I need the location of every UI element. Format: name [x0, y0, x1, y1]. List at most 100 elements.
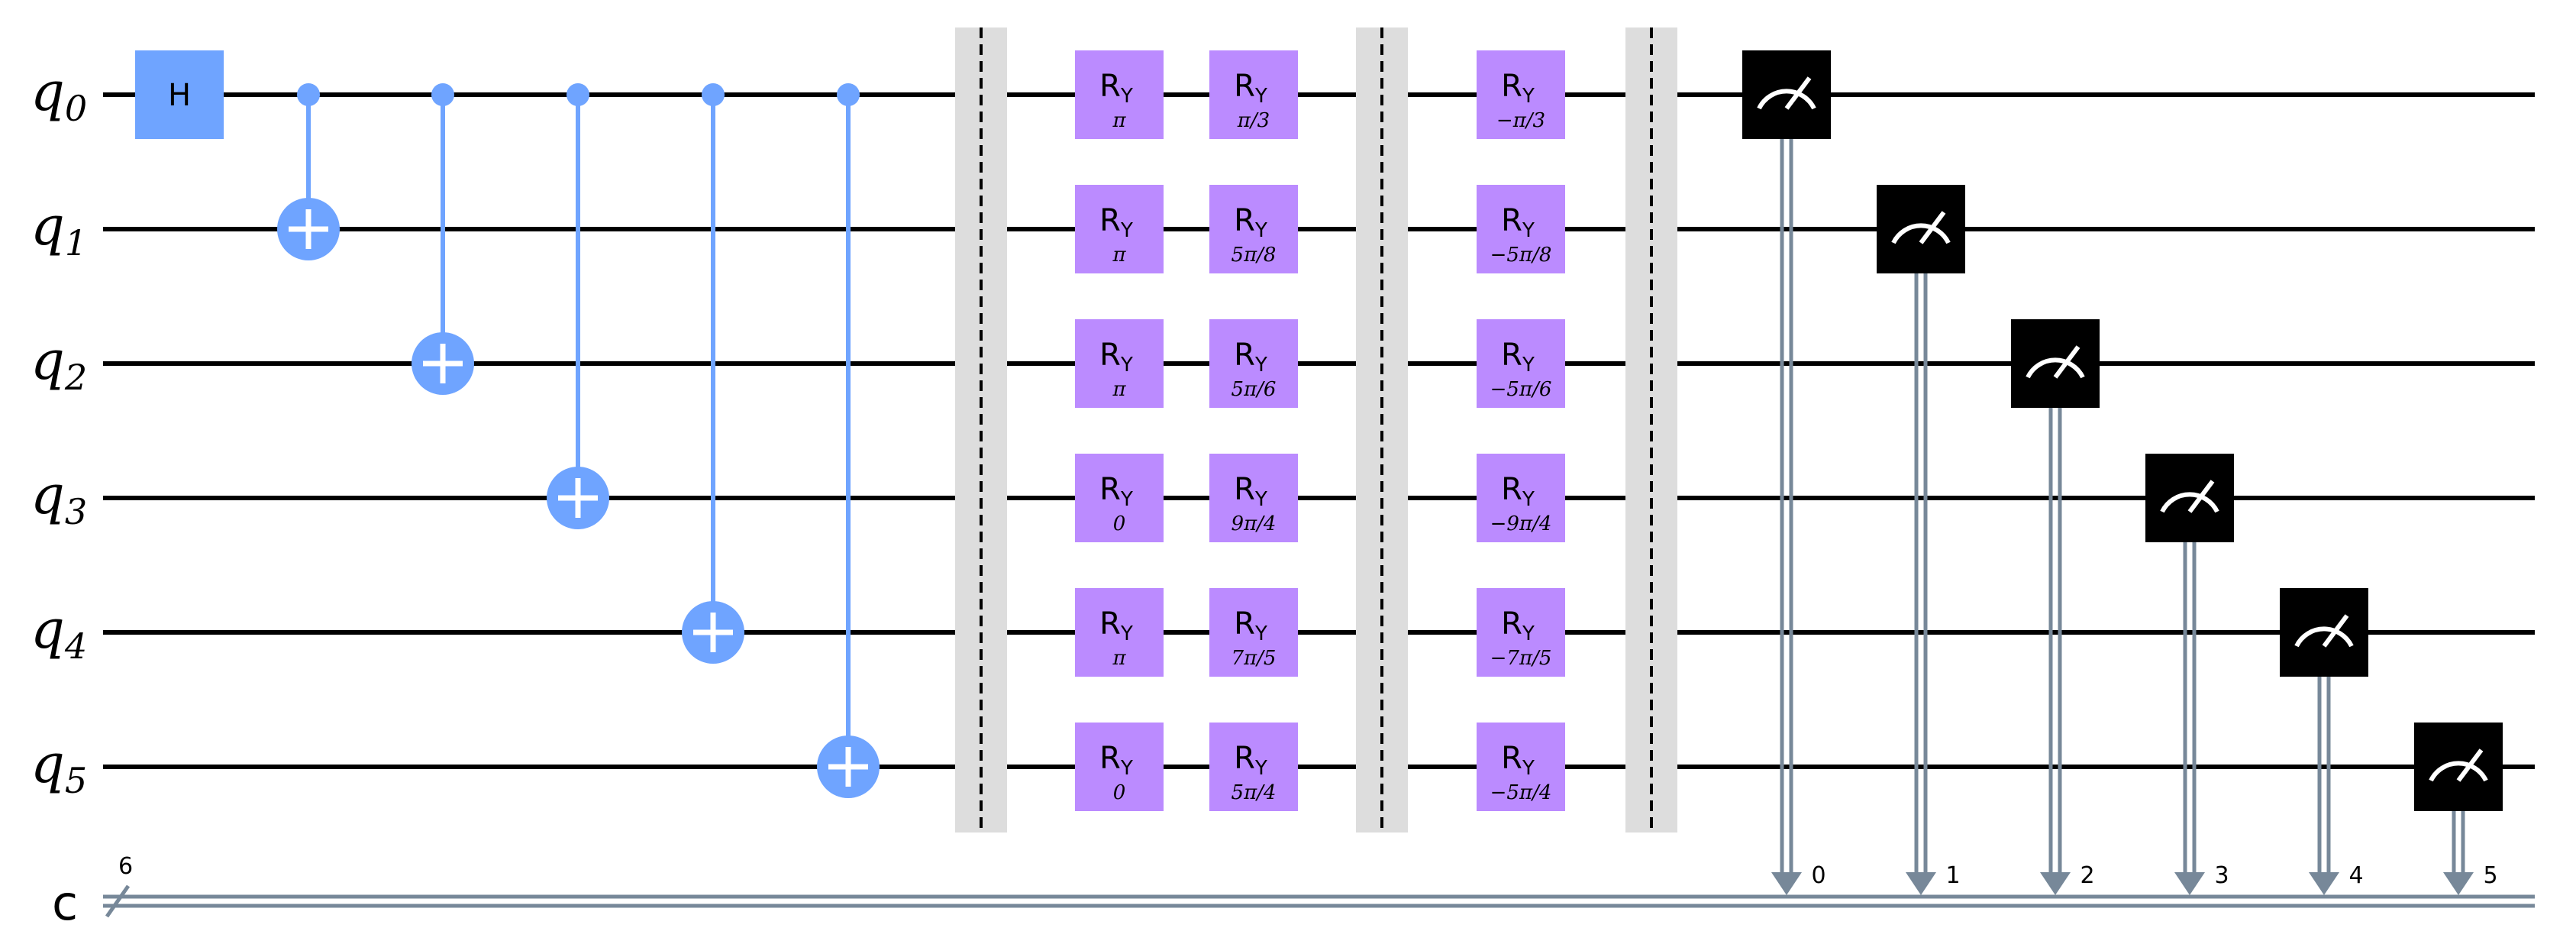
clbit-index: 2 [2080, 862, 2094, 889]
ry-gate [1075, 50, 1164, 139]
ry-gate [1075, 588, 1164, 677]
qubit-name: q [31, 732, 65, 795]
ry-gate [1209, 454, 1298, 542]
qubit-index: 4 [64, 626, 87, 667]
qubit-index: 2 [64, 357, 87, 398]
measure-icon [2011, 319, 2100, 408]
ry-gate-label: RY [1501, 338, 1535, 377]
ry-gate-param: −5π/4 [1490, 781, 1552, 804]
ry-gate-label: RY [1099, 69, 1133, 108]
ry-gate-letter: R [1099, 606, 1121, 642]
clbit-index: 5 [2483, 862, 2497, 889]
ry-gate-param: 0 [1113, 781, 1126, 804]
qubit-label: q4 [31, 598, 87, 667]
cnot-control-dot [297, 83, 320, 106]
barrier [1625, 27, 1677, 832]
ry-gate-param: −5π/8 [1490, 244, 1552, 267]
measure-arrow [2443, 872, 2474, 895]
qubit-label: q2 [31, 329, 87, 398]
cnot-control-dot [837, 83, 860, 106]
gauge-arc [1891, 223, 1951, 244]
measure-icon [2280, 588, 2368, 677]
ry-gate-param: −7π/5 [1490, 647, 1552, 670]
ry-gate-letter: R [1099, 203, 1121, 238]
qubit-index: 1 [65, 222, 87, 263]
ry-gate-letter: R [1501, 472, 1522, 507]
ry-gate-label: RY [1234, 69, 1267, 108]
ry-gate [1477, 723, 1565, 811]
qubit-name: q [31, 464, 65, 526]
ry-gate [1209, 50, 1298, 139]
ry-gate-letter: R [1234, 69, 1255, 104]
clbit-index: 4 [2348, 862, 2363, 889]
measure-icon [2145, 454, 2234, 542]
ry-gate-param: π [1112, 647, 1126, 670]
ry-gate-param: 9π/4 [1232, 512, 1277, 535]
ry-gate-param: 7π/5 [1232, 647, 1277, 670]
clbit-index: 0 [1811, 862, 1825, 889]
ry-gate-subscript: Y [1254, 219, 1267, 242]
measure-arrow [2174, 872, 2205, 895]
gauge-needle [2456, 748, 2484, 782]
ry-gate-param: −5π/6 [1490, 378, 1552, 401]
ry-gate-subscript: Y [1120, 354, 1133, 377]
ry-gate-label: RY [1099, 606, 1133, 645]
qubit-index: 5 [65, 760, 87, 801]
ry-gate-letter: R [1234, 741, 1255, 776]
register-slash [105, 884, 131, 918]
ry-gate-param: 5π/8 [1232, 244, 1277, 267]
ry-gate-subscript: Y [1120, 757, 1133, 780]
ry-gate-letter: R [1099, 472, 1121, 507]
measure-arrow [2040, 872, 2071, 895]
ry-gate-letter: R [1501, 203, 1522, 238]
ry-gate [1075, 319, 1164, 408]
h-gate [135, 50, 224, 139]
gauge-arc [1757, 89, 1816, 110]
gauge-needle [1784, 76, 1812, 110]
ry-gate-param: −π/3 [1496, 109, 1545, 132]
ry-gate-label: RY [1234, 606, 1267, 645]
ry-gate [1209, 588, 1298, 677]
ry-gate-subscript: Y [1254, 85, 1267, 108]
cnot-control-dot [431, 83, 454, 106]
gauge-arc [2026, 357, 2085, 379]
ry-gate [1477, 50, 1565, 139]
gauge-needle [1919, 211, 1946, 244]
gauge-needle [2053, 345, 2080, 379]
ry-gate-param: 0 [1113, 512, 1126, 535]
barrier [955, 27, 1007, 832]
ry-gate-subscript: Y [1522, 219, 1535, 242]
ry-gate-label: RY [1234, 741, 1267, 780]
ry-gate-letter: R [1234, 472, 1255, 507]
ry-gate [1075, 185, 1164, 273]
ry-gate-subscript: Y [1522, 757, 1535, 780]
ry-gate-subscript: Y [1522, 85, 1535, 108]
h-gate-label: H [168, 78, 191, 113]
cnot-control-dot [567, 83, 589, 106]
ry-gate-label: RY [1234, 203, 1267, 242]
ry-gate-label: RY [1501, 606, 1535, 645]
qubit-name: q [31, 195, 65, 257]
measure-arrow [1906, 872, 1936, 895]
qubit-index: 3 [65, 491, 87, 532]
ry-gate-label: RY [1234, 338, 1267, 377]
gauge-arc [2160, 492, 2219, 513]
classical-register-label: c [52, 875, 78, 931]
ry-gate-subscript: Y [1522, 488, 1535, 511]
ry-gate-letter: R [1501, 338, 1522, 373]
ry-gate-param: 5π/6 [1232, 378, 1277, 401]
ry-gate-subscript: Y [1522, 622, 1535, 645]
ry-gate-subscript: Y [1522, 354, 1535, 377]
ry-gate-label: RY [1501, 472, 1535, 511]
clbit-index: 1 [1945, 862, 1960, 889]
measure-icon [2414, 723, 2503, 811]
measure-icon [1742, 50, 1831, 139]
ry-gate-subscript: Y [1120, 85, 1133, 108]
barriers-layer [955, 27, 1677, 832]
ry-gate-letter: R [1234, 338, 1255, 373]
ry-gate-subscript: Y [1120, 622, 1133, 645]
ry-gate [1209, 319, 1298, 408]
gauge-arc [2429, 761, 2488, 782]
qubit-label: q0 [31, 60, 87, 129]
